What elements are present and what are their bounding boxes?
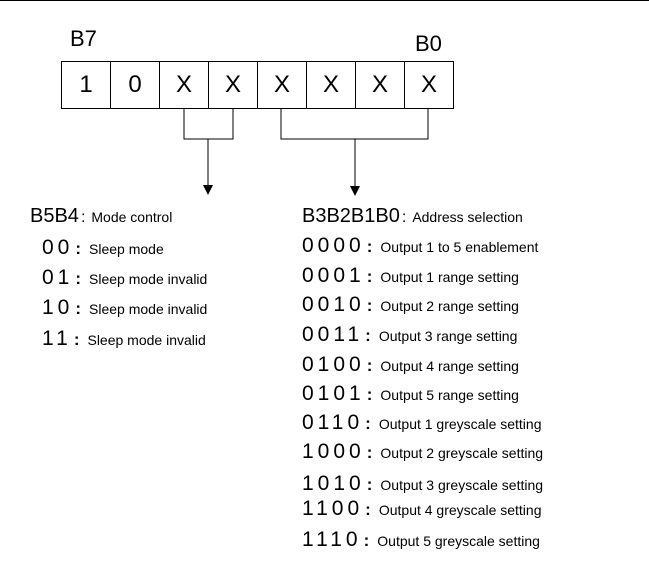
address-row: 0101 : Output 5 range setting (302, 382, 519, 406)
address-desc: Output 1 greyscale setting (378, 416, 542, 432)
mode-header-code: B5B4 (30, 205, 79, 227)
address-code: 1010 (302, 472, 365, 495)
address-desc: Output 4 greyscale setting (378, 502, 542, 518)
mode-row: 11 : Sleep mode invalid (42, 327, 206, 351)
address-header-code: B3B2B1B0 (302, 205, 400, 227)
mode-row: 10 : Sleep mode invalid (42, 296, 207, 320)
address-code: 1000 (302, 440, 365, 463)
address-desc: Output 2 range setting (380, 298, 519, 314)
address-row: 0010 : Output 2 range setting (302, 293, 519, 317)
bit-cell-b7: 1 (62, 61, 111, 109)
address-sep: : (366, 443, 373, 462)
address-row: 0000 : Output 1 to 5 enablement (302, 234, 538, 258)
address-row: 0100 : Output 4 range setting (302, 353, 519, 377)
address-sep: : (366, 385, 373, 404)
bit-cell-b6: 0 (111, 61, 160, 109)
address-sep: : (363, 531, 370, 550)
mode-row: 00 : Sleep mode (42, 236, 164, 260)
address-row: 1010 : Output 3 greyscale setting (302, 472, 543, 496)
address-desc: Output 3 greyscale setting (380, 477, 544, 493)
address-row: 0011 : Output 3 range setting (302, 323, 517, 347)
address-desc: Output 4 range setting (380, 358, 519, 374)
address-sep: : (366, 237, 373, 256)
address-bracket (280, 109, 429, 140)
address-code: 0101 (302, 382, 365, 405)
bit-cell-b1: X (356, 61, 405, 109)
address-code: 1100 (302, 497, 364, 520)
mode-desc: Sleep mode invalid (89, 271, 208, 287)
address-row: 1000 : Output 2 greyscale setting (302, 440, 543, 464)
address-desc: Output 3 range setting (378, 328, 518, 344)
mode-header-desc: Mode control (91, 209, 173, 225)
mode-header: B5B4 : Mode control (30, 205, 172, 228)
address-code: 1110 (302, 528, 362, 551)
mode-code: 11 (42, 327, 72, 350)
address-code: 0100 (302, 353, 365, 376)
address-sep: : (365, 500, 371, 519)
mode-code: 01 (42, 266, 74, 289)
address-desc: Output 1 range setting (380, 269, 519, 285)
address-code: 0010 (302, 293, 365, 316)
address-sep: : (366, 475, 373, 494)
address-desc: Output 1 to 5 enablement (380, 239, 539, 255)
address-row: 1110 : Output 5 greyscale setting (302, 528, 540, 552)
address-code: 0000 (302, 234, 365, 257)
mode-row: 01 : Sleep mode invalid (42, 266, 207, 290)
address-desc: Output 5 greyscale setting (377, 533, 540, 549)
address-sep: : (366, 296, 373, 315)
mode-header-sep: : (80, 209, 86, 226)
address-row: 0110 : Output 1 greyscale setting (302, 411, 542, 435)
address-row: 0001 : Output 1 range setting (302, 264, 519, 288)
mode-sep: : (75, 239, 82, 258)
address-code: 0110 (302, 411, 364, 434)
address-code: 0001 (302, 264, 365, 287)
mode-sep: : (75, 299, 82, 318)
address-code: 0011 (302, 323, 364, 346)
address-sep: : (365, 326, 371, 345)
register-byte: 1 0 X X X X X X (61, 61, 454, 109)
mode-code: 00 (42, 236, 74, 259)
bit-cell-b5: X (160, 61, 209, 109)
bit-cell-b3: X (258, 61, 307, 109)
address-desc: Output 5 range setting (380, 387, 519, 403)
mode-sep: : (73, 330, 80, 349)
mode-desc: Sleep mode invalid (89, 301, 208, 317)
bit-cell-b4: X (209, 61, 258, 109)
address-header-desc: Address selection (412, 209, 523, 225)
mode-desc: Sleep mode invalid (87, 332, 206, 348)
address-sep: : (365, 414, 371, 433)
mode-code: 10 (42, 296, 74, 319)
address-sep: : (366, 356, 373, 375)
address-row: 1100 : Output 4 greyscale setting (302, 497, 542, 521)
address-arrow-head (350, 186, 360, 196)
bit-cell-b0: X (405, 61, 454, 109)
mode-desc: Sleep mode (89, 241, 164, 257)
bit-cell-b2: X (307, 61, 356, 109)
address-header: B3B2B1B0 : Address selection (302, 205, 523, 228)
mode-arrow-head (203, 185, 213, 195)
mode-sep: : (75, 269, 82, 288)
address-sep: : (366, 267, 373, 286)
top-border-line (0, 0, 649, 1)
msb-label: B7 (70, 26, 97, 51)
mode-bracket (183, 109, 234, 140)
address-header-sep: : (401, 209, 407, 226)
lsb-label: B0 (415, 31, 442, 56)
address-desc: Output 2 greyscale setting (380, 445, 544, 461)
